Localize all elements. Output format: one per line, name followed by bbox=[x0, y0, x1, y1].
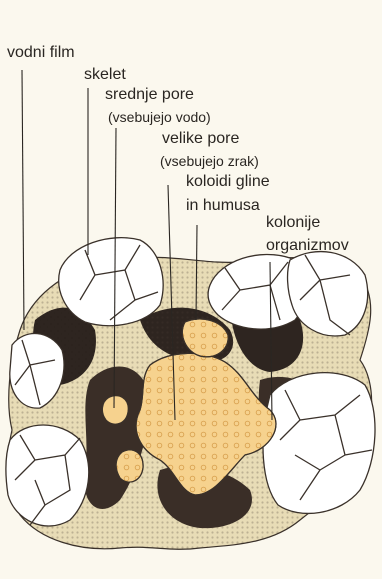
grain-bottom-right bbox=[263, 373, 375, 514]
grain-bottom-left bbox=[6, 425, 89, 526]
medium-pore-2 bbox=[102, 396, 128, 424]
label-medium-pores-note: (vsebujejo vodo) bbox=[108, 108, 211, 126]
label-skeleton: skelet bbox=[84, 66, 126, 84]
label-large-pores-note: (vsebujejo zrak) bbox=[160, 152, 259, 170]
label-colloids-line2: in humusa bbox=[186, 197, 260, 215]
label-colonies-line2: organizmov bbox=[266, 237, 349, 255]
label-colonies-line1: kolonije bbox=[266, 214, 320, 232]
label-medium-pores: srednje pore bbox=[105, 86, 194, 104]
label-large-pores: velike pore bbox=[162, 130, 239, 148]
leader-water-film bbox=[22, 70, 24, 330]
label-colloids-line1: koloidi gline bbox=[186, 173, 270, 191]
grain-top-left bbox=[59, 238, 163, 326]
label-water-film: vodni film bbox=[7, 44, 75, 62]
